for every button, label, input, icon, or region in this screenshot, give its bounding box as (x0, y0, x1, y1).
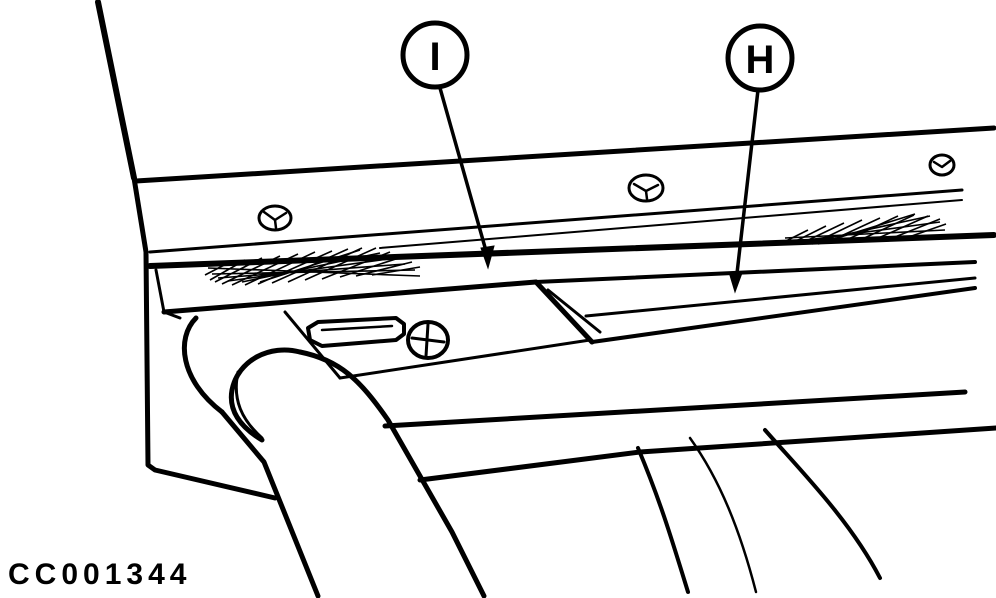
callout-h-label: H (746, 38, 775, 82)
callout-i-arrowhead (480, 245, 495, 270)
housing-side-panel (95, 0, 278, 501)
screw-left (257, 204, 293, 232)
latch-screw (406, 320, 450, 360)
lower-frame (283, 310, 996, 594)
top-cover-panel (133, 125, 996, 254)
callout-h: H (725, 23, 795, 294)
seal-strip (147, 232, 996, 345)
screw-right (928, 153, 956, 177)
brush-bristles-right (781, 213, 947, 245)
roller-tube (182, 315, 487, 598)
screw-middle (627, 173, 665, 203)
latch-tab (306, 316, 406, 348)
figure-id-label: CC001344 (8, 558, 192, 591)
callout-h-arrowhead (728, 271, 743, 294)
brush-bristles-left (204, 247, 421, 286)
callout-i-label: I (429, 35, 440, 79)
callout-i: I (400, 20, 495, 270)
